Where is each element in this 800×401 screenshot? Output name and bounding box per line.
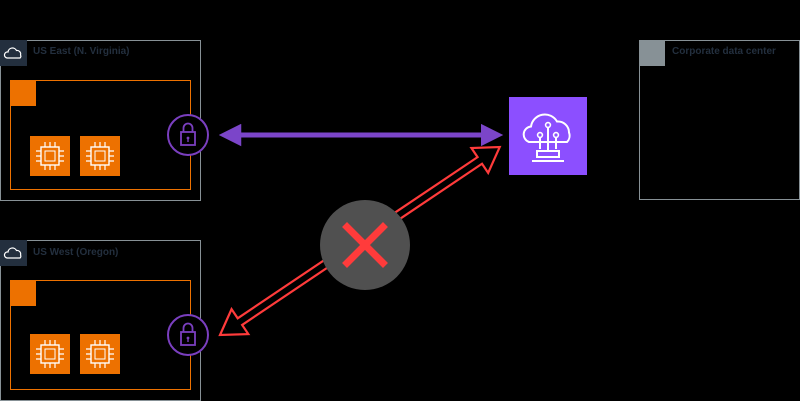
region-label-us-west: US West (Oregon) <box>33 247 119 258</box>
blocked-x-icon <box>320 200 410 290</box>
vpc-icon <box>10 280 36 306</box>
aws-cloud-icon <box>0 40 27 66</box>
ec2-instance-icon <box>80 136 120 176</box>
ec2-instance-icon <box>80 334 120 374</box>
region-us-west <box>0 240 209 401</box>
vpn-lock-icon <box>167 114 209 156</box>
vpc-icon <box>10 80 36 106</box>
vpn-lock-icon <box>167 314 209 356</box>
corporate-data-center <box>639 40 800 200</box>
direct-connect-gateway-icon <box>509 97 587 175</box>
aws-cloud-icon <box>0 240 27 266</box>
datacenter-label: Corporate data center <box>672 46 776 57</box>
region-us-east <box>0 40 209 201</box>
region-label-us-east: US East (N. Virginia) <box>33 46 130 57</box>
ec2-instance-icon <box>30 136 70 176</box>
corporate-data-center-icon <box>639 40 665 66</box>
ec2-instance-icon <box>30 334 70 374</box>
